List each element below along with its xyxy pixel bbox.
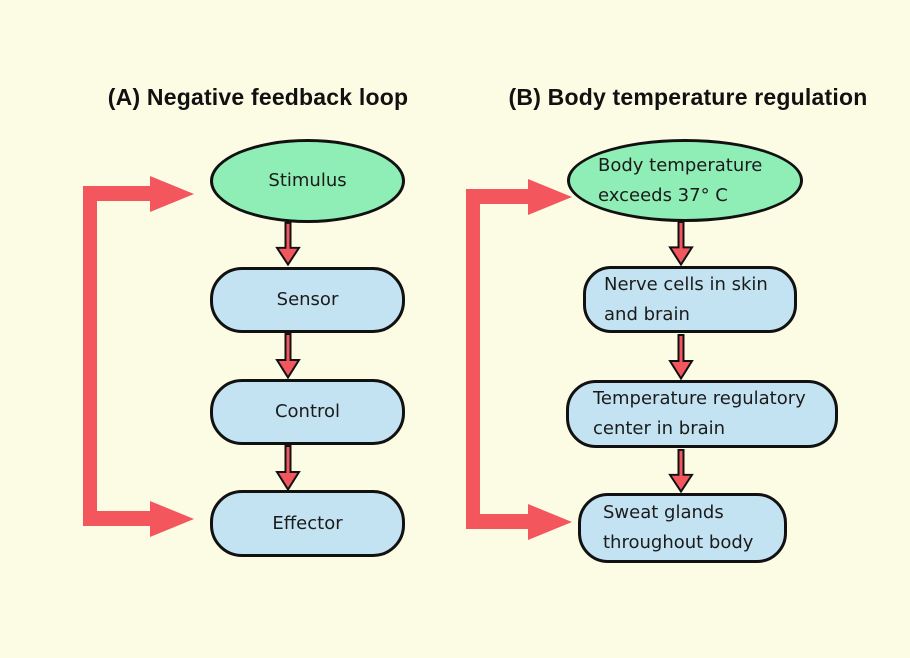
down-arrow-regulatory-sweat: [668, 449, 694, 493]
node-regulatory-center-line1: Temperature regulatory: [593, 388, 806, 409]
node-control-label: Control: [274, 401, 341, 422]
node-control: Control: [210, 379, 405, 445]
loop-arrowhead-bottom-b: [528, 504, 572, 540]
node-sweat-glands: Sweat glands throughout body: [578, 493, 787, 563]
panel-b-title: (B) Body temperature regulation: [508, 84, 868, 110]
node-body-temperature-line1: Body temperature: [598, 154, 763, 176]
down-arrow-nerve-regulatory: [668, 334, 694, 380]
down-arrow-temperature-nerve: [668, 221, 694, 266]
down-arrow-control-effector: [275, 445, 301, 491]
node-sweat-glands-line1: Sweat glands: [603, 502, 724, 523]
loop-arrowhead-bottom-a: [150, 501, 194, 537]
node-effector-label: Effector: [272, 512, 343, 534]
node-sensor: Sensor: [210, 267, 405, 333]
loop-arrowhead-top-b: [528, 179, 572, 215]
node-body-temperature: Body temperature exceeds 37° C: [567, 139, 803, 222]
node-nerve-cells-line1: Nerve cells in skin: [604, 273, 768, 295]
node-sweat-glands-line2: throughout body: [603, 532, 754, 553]
node-stimulus-label: Stimulus: [268, 170, 347, 191]
node-nerve-cells: Nerve cells in skin and brain: [583, 266, 797, 333]
node-regulatory-center: Temperature regulatory center in brain: [566, 380, 838, 448]
down-arrow-stimulus-sensor: [275, 222, 301, 266]
node-nerve-cells-line2: and brain: [604, 303, 690, 325]
node-body-temperature-line2: exceeds 37° C: [598, 184, 728, 206]
node-sensor-label: Sensor: [276, 289, 339, 310]
node-regulatory-center-line2: center in brain: [593, 418, 726, 439]
down-arrow-sensor-control: [275, 333, 301, 379]
panel-a-title: (A) Negative feedback loop: [107, 84, 409, 110]
loop-arrowhead-top-a: [150, 176, 194, 212]
node-effector: Effector: [210, 490, 405, 557]
node-stimulus: Stimulus: [210, 139, 405, 223]
